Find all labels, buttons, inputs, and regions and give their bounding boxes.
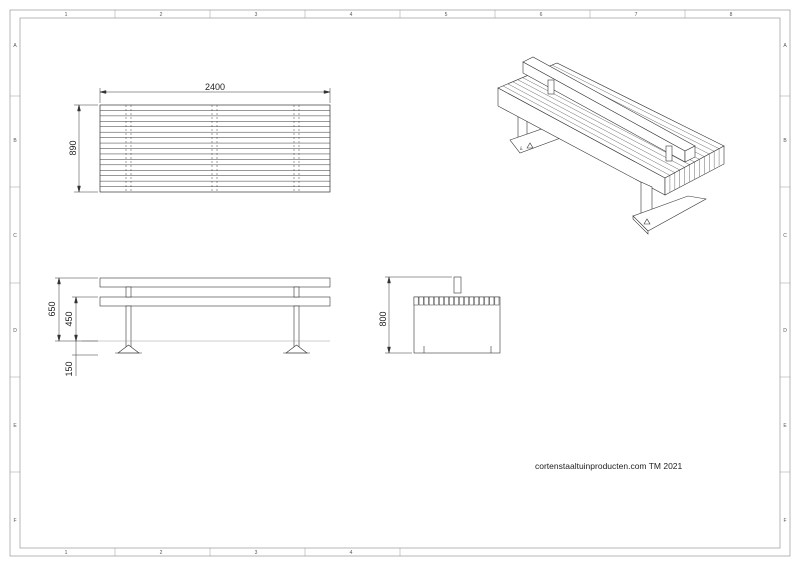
isometric-view: ﾑ (497, 56, 725, 235)
column-label: 7 (635, 12, 638, 18)
side-slat-end (459, 296, 464, 306)
side-slat-end (464, 296, 469, 306)
row-label: E (783, 423, 787, 429)
side-slat-end (428, 296, 434, 306)
row-label: A (783, 43, 787, 49)
column-label: 4 (350, 550, 353, 556)
column-label: 5 (445, 12, 448, 18)
front-height-dimensions (55, 277, 98, 376)
copyright-caption: cortenstaaltuinproducten.com TM 2021 (535, 461, 683, 471)
right-row-labels: A B C D E F (783, 43, 787, 524)
column-label: 2 (160, 12, 163, 18)
top-column-labels: 1 2 3 4 5 6 7 8 (65, 12, 733, 18)
row-label: F (13, 518, 16, 524)
iso-slat-line (551, 64, 720, 149)
length-dimension (99, 88, 331, 103)
column-label: 3 (255, 550, 258, 556)
column-label: 1 (65, 12, 68, 18)
front-view (99, 277, 331, 354)
row-label: B (13, 138, 17, 144)
side-slat-end (444, 296, 449, 306)
foot-height-label: 150 (64, 361, 74, 376)
side-view (413, 276, 501, 354)
iso-slat-line (502, 85, 671, 176)
column-label: 8 (730, 12, 733, 18)
side-slat-end (474, 296, 480, 306)
side-slat-end (449, 296, 454, 306)
length-dimension-label: 2400 (205, 82, 225, 92)
row-label: A (13, 43, 17, 49)
column-label: 2 (160, 550, 163, 556)
bottom-column-labels: 1 2 3 4 (65, 550, 353, 556)
side-slat-end (433, 296, 439, 306)
top-view: 2400 890 (68, 82, 331, 193)
top-view-slats (100, 110, 330, 187)
left-row-labels: A B C D E F (13, 43, 17, 524)
row-label: F (783, 518, 786, 524)
side-height-dimension (385, 276, 452, 354)
row-label: B (783, 138, 787, 144)
total-height-label: 800 (378, 311, 388, 326)
iso-slat-line (512, 81, 680, 171)
side-slat-end (423, 296, 429, 306)
row-label: C (783, 233, 787, 239)
iso-slat-line (507, 83, 675, 173)
column-label: 6 (540, 12, 543, 18)
side-slat-end (479, 296, 485, 306)
side-slat-end (418, 296, 424, 306)
row-label: D (783, 328, 787, 334)
svg-text:ﾑ: ﾑ (520, 146, 523, 152)
side-slat-end (413, 296, 419, 306)
depth-dimension-label: 890 (68, 140, 78, 155)
lower-seat-height-label: 450 (64, 311, 74, 326)
top-view-outline (99, 104, 331, 193)
column-ticks (10, 10, 790, 556)
iso-slat-line (517, 79, 685, 168)
side-slat-end (484, 296, 490, 306)
row-label: E (13, 423, 17, 429)
side-slat-end (454, 296, 459, 306)
side-slat-end (439, 296, 444, 306)
side-slat-end (469, 296, 474, 306)
side-slat-end (494, 296, 500, 306)
hidden-support-lines (125, 105, 300, 192)
seat-height-label: 650 (47, 301, 57, 316)
column-label: 4 (350, 12, 353, 18)
column-label: 3 (255, 12, 258, 18)
side-view-slat-ends (413, 296, 500, 306)
row-label: D (13, 328, 17, 334)
side-slat-end (489, 296, 495, 306)
column-label: 1 (65, 550, 68, 556)
row-label: C (13, 233, 17, 239)
depth-dimension (74, 104, 98, 193)
